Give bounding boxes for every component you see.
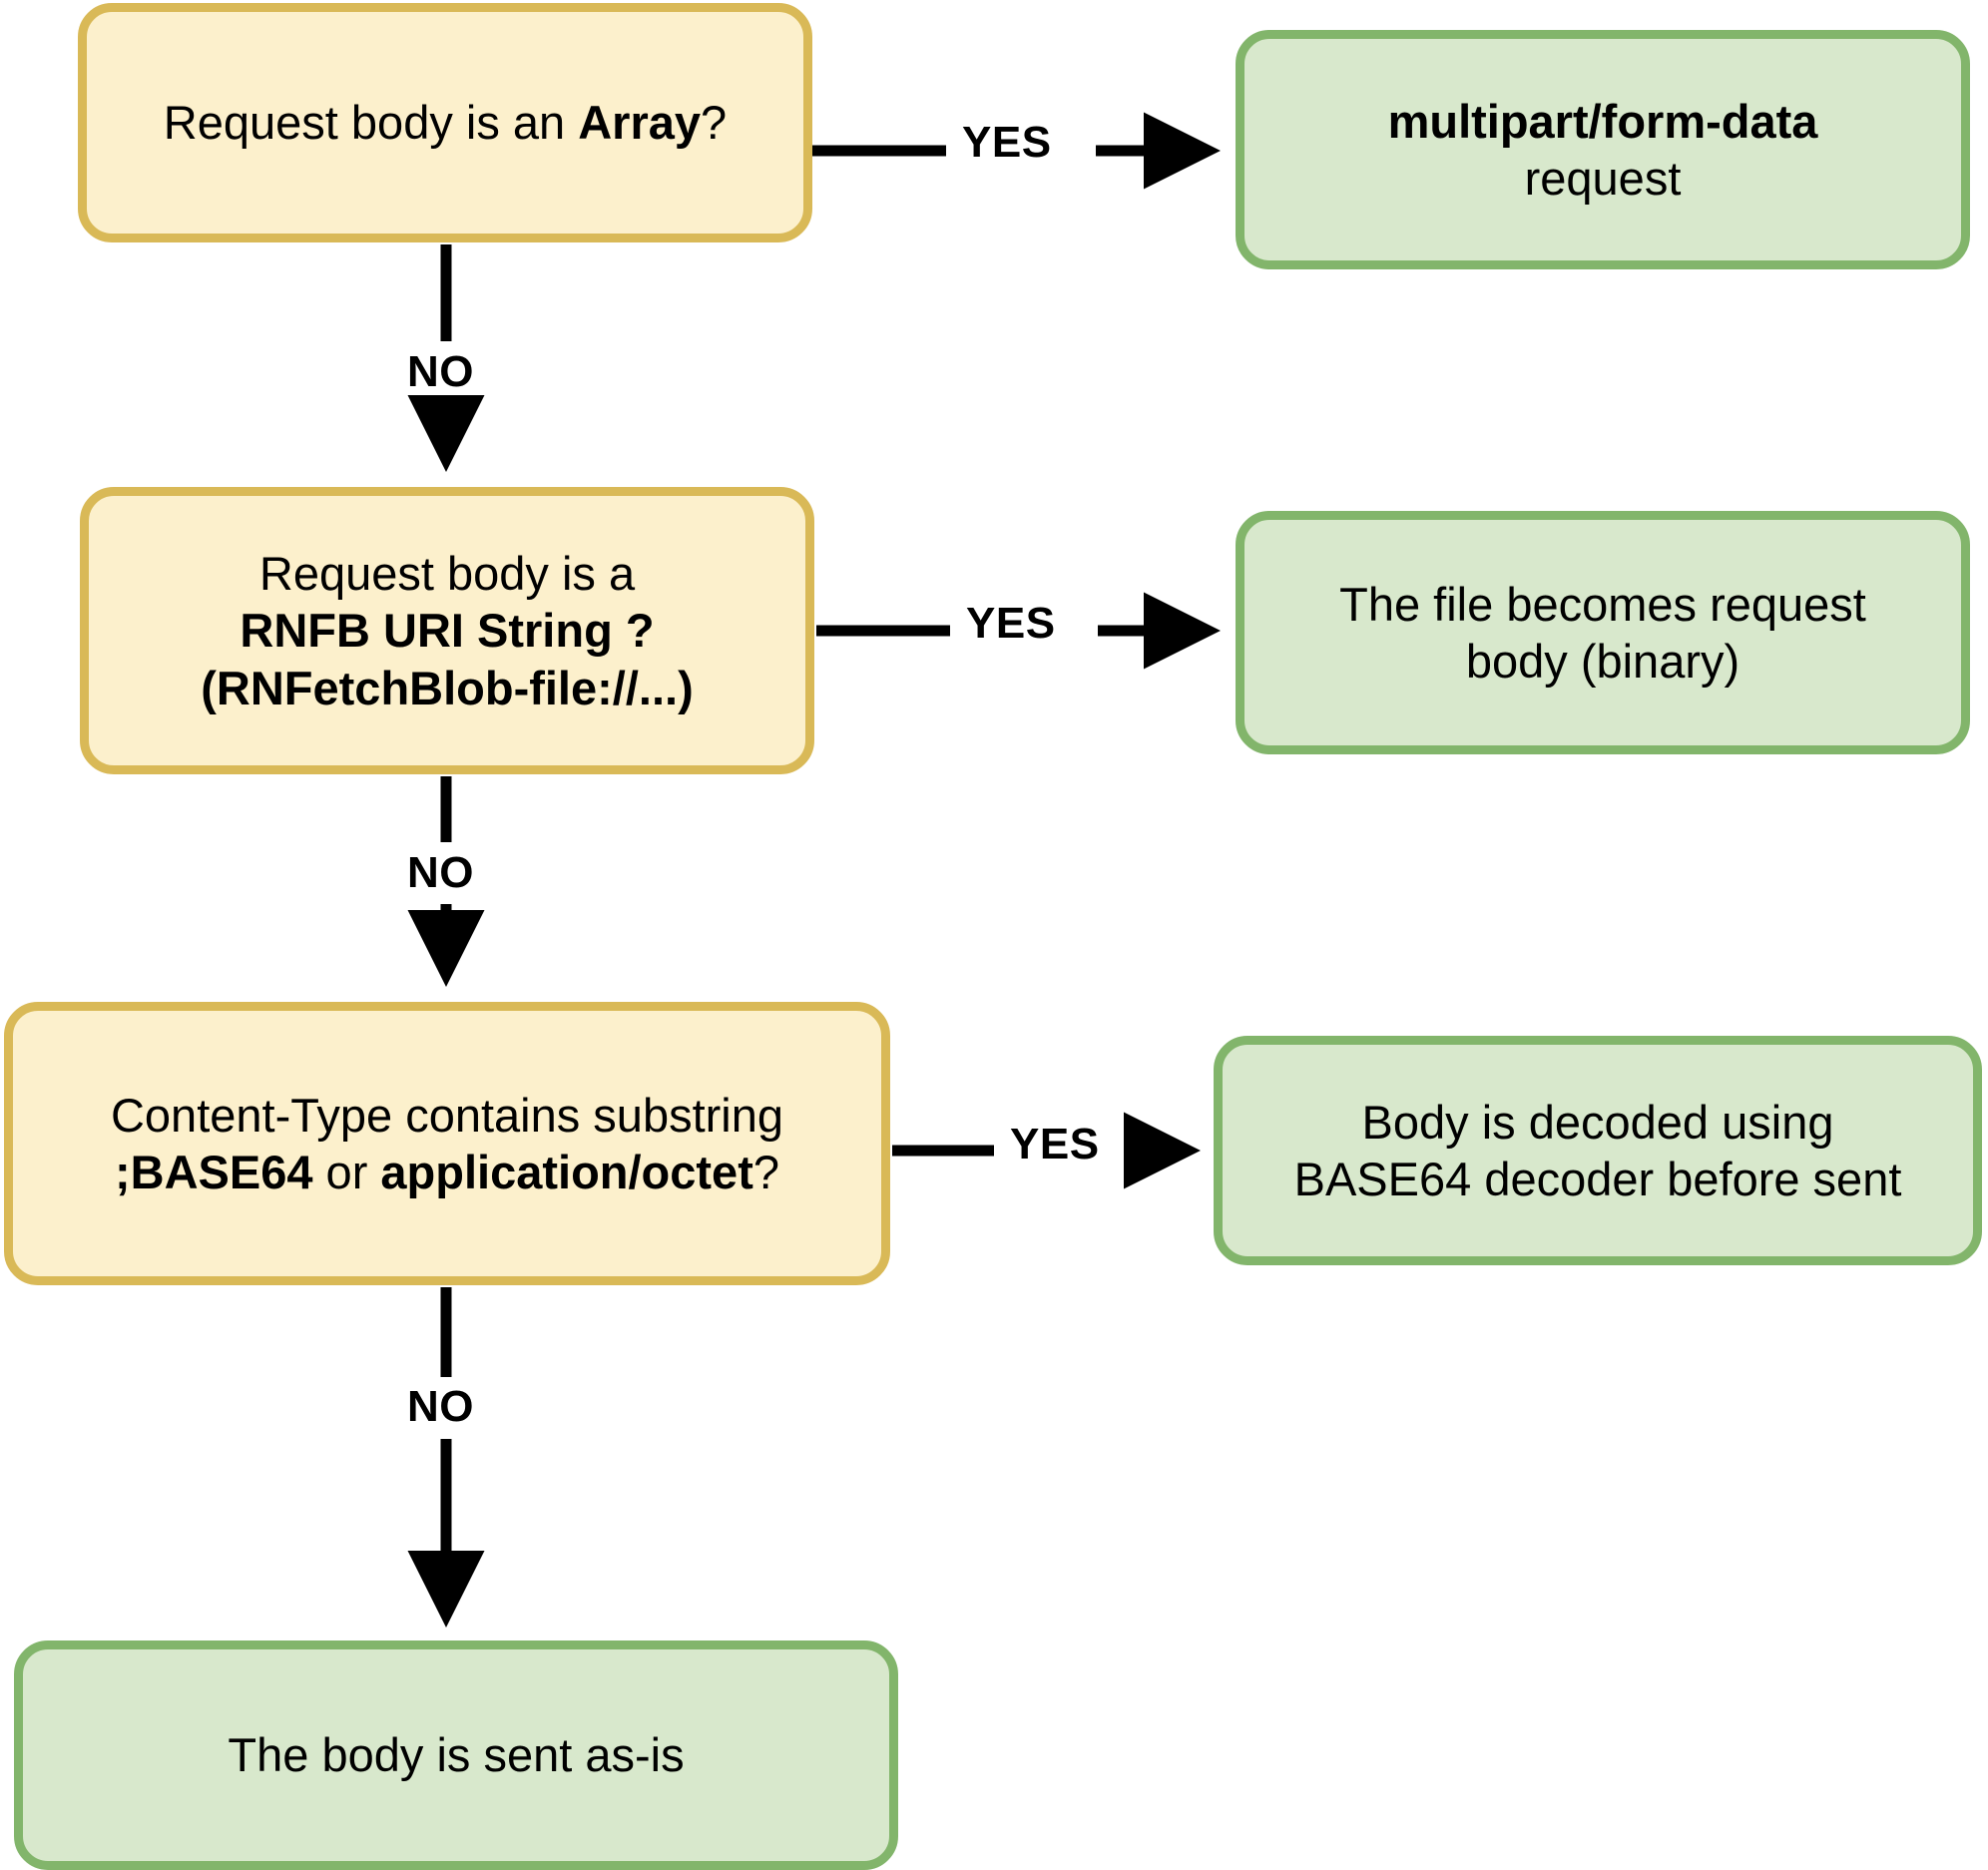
decision-array-line1-suffix: ? (701, 96, 728, 150)
decision-ctype-line2-bold-a: ;BASE64 (114, 1146, 313, 1198)
result-base64-line2: BASE64 decoder before sent (1293, 1153, 1902, 1205)
result-multipart-line1: multipart/form-data (1387, 94, 1818, 148)
node-decision-content-type-contains-substring[interactable]: Content-Type contains substring;BASE64 o… (4, 1002, 890, 1285)
decision-ctype-line2-suffix: ? (752, 1146, 779, 1198)
decision-rnfb-line1: Request body is a (258, 547, 636, 600)
edge-label-no-array: NO (407, 347, 474, 396)
decision-rnfb-line3: (RNFetchBlob-file://...) (201, 661, 694, 714)
edge-label-yes-ctype: YES (1010, 1120, 1100, 1169)
result-asis-line1: The body is sent as-is (228, 1728, 685, 1782)
edge-label-yes-rnfb: YES (966, 599, 1056, 648)
node-result-body-sent-as-is[interactable]: The body is sent as-is (14, 1640, 898, 1870)
decision-ctype-line1: Content-Type contains substring (110, 1088, 784, 1142)
node-decision-request-body-is-array[interactable]: Request body is an Array? (78, 3, 812, 242)
flowchart-edges-layer (407, 112, 1221, 1628)
edge-label-yes-array: YES (962, 118, 1052, 167)
node-label: Content-Type contains substring;BASE64 o… (13, 1087, 881, 1201)
result-multipart-line2: request (1524, 152, 1682, 205)
flowchart-canvas: Request body is an Array? multipart/form… (4, 3, 1982, 1870)
decision-array-line1-bold: Array (578, 96, 702, 150)
edge-label-no-ctype: NO (407, 1382, 474, 1431)
decision-ctype-line2-mid: or (312, 1146, 381, 1198)
node-label: Request body is an Array? (87, 94, 803, 151)
decision-rnfb-line2: RNFB URI String ? (240, 604, 655, 658)
result-base64-line1: Body is decoded using (1361, 1095, 1834, 1149)
result-file-line2: body (binary) (1465, 635, 1740, 688)
node-label: The body is sent as-is (23, 1726, 889, 1783)
decision-array-line1-prefix: Request body is an (163, 96, 579, 150)
result-file-line1: The file becomes request (1339, 577, 1866, 631)
edge-label-no-rnfb: NO (407, 848, 474, 897)
decision-ctype-line2-bold-b: application/octet (380, 1146, 753, 1198)
